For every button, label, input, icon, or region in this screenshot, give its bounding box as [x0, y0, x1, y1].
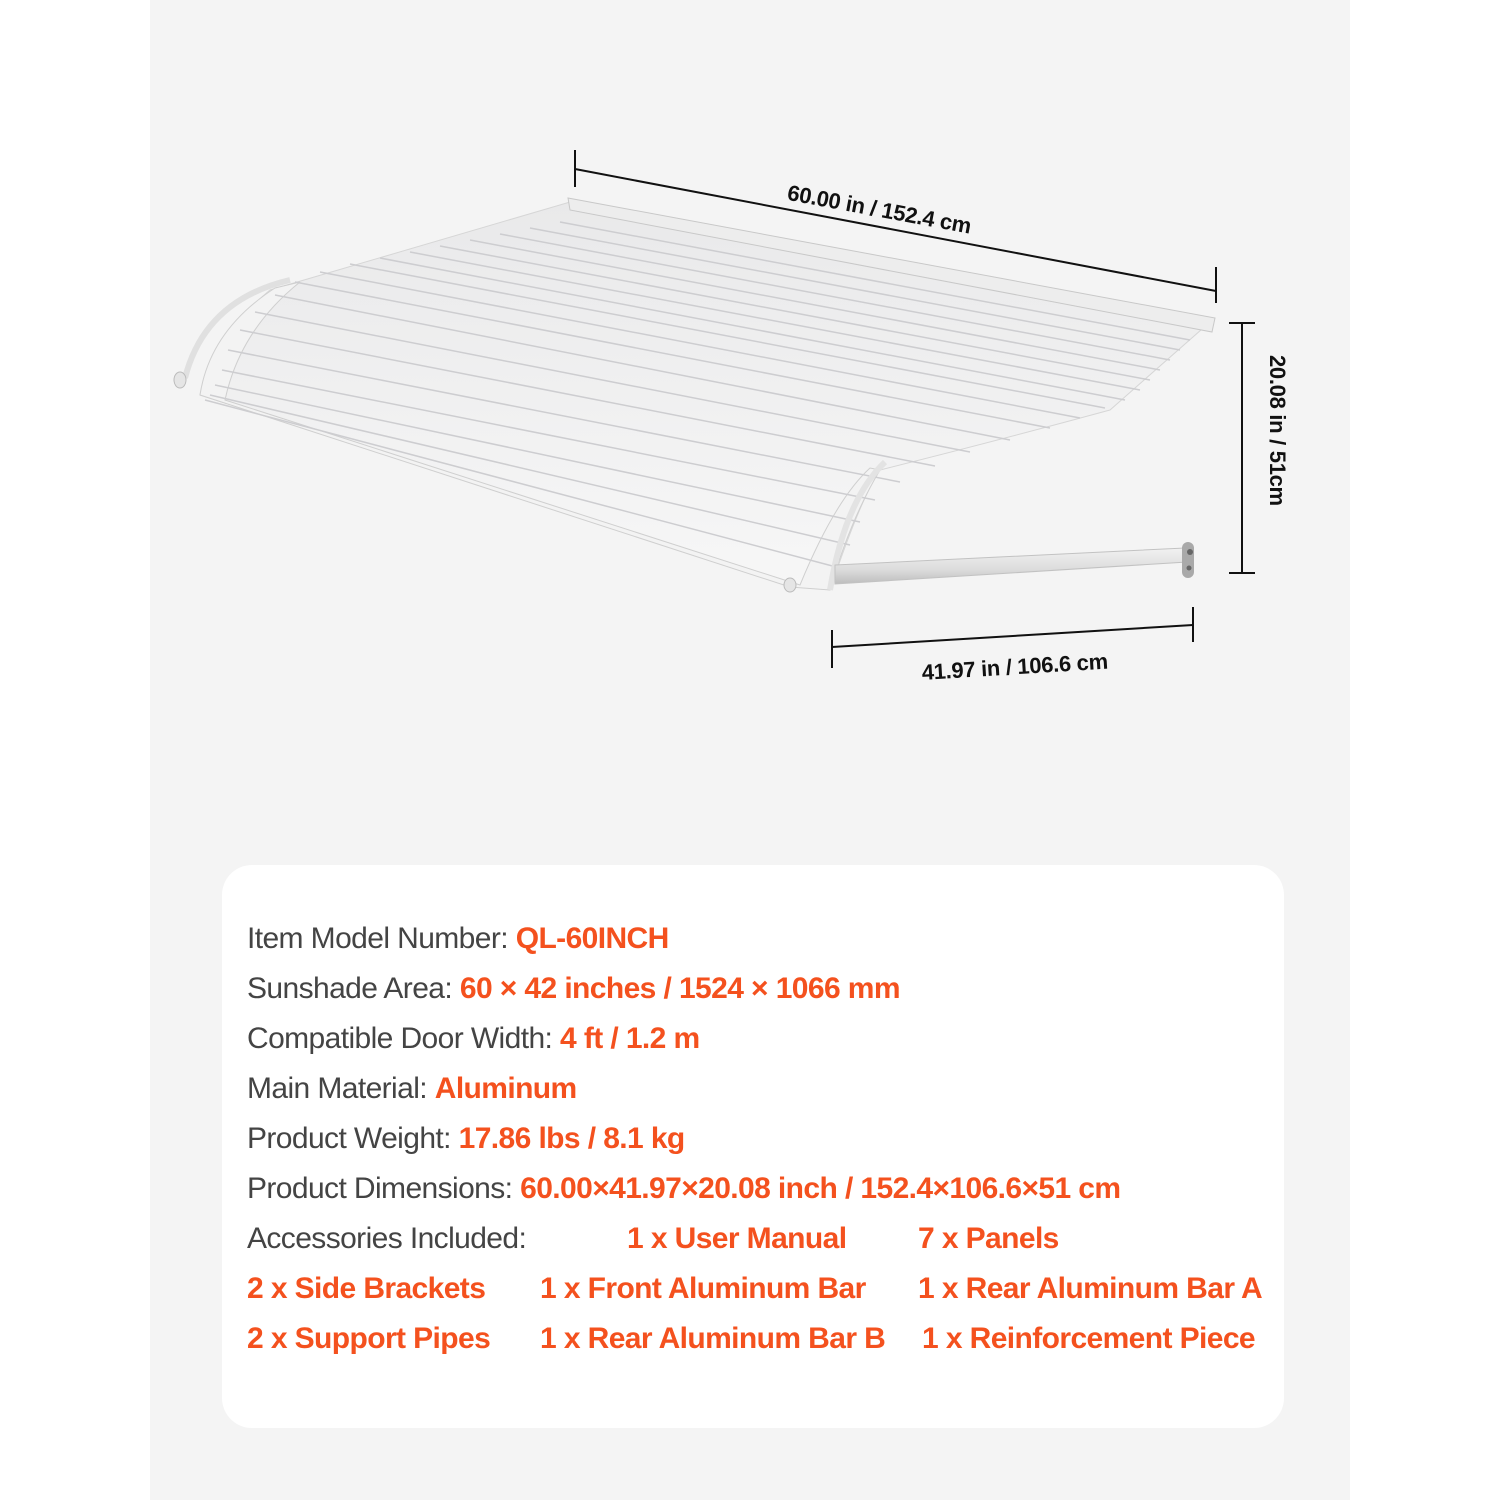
spec-value: 60 × 42 inches / 1524 × 1066 mm: [459, 972, 901, 1005]
spec-product-dimensions: Product Dimensions: 60.00×41.97×20.08 in…: [247, 1171, 1121, 1207]
support-pipe: [834, 542, 1194, 585]
awning-product-diagram: [173, 150, 1255, 668]
accessories-label-text: Accessories Included:: [247, 1222, 527, 1255]
accessory-item: 2 x Side Brackets: [247, 1272, 486, 1305]
accessory-item: 1 x Rear Aluminum Bar A: [918, 1272, 1263, 1305]
accessory-item: 1 x Reinforcement Piece: [922, 1322, 1256, 1355]
spec-label: Product Dimensions:: [247, 1172, 513, 1205]
spec-product-weight: Product Weight: 17.86 lbs / 8.1 kg: [247, 1121, 685, 1157]
awning-body: [173, 197, 1216, 593]
spec-label: Item Model Number:: [247, 922, 509, 955]
accessory-item: 2 x Support Pipes: [247, 1322, 491, 1355]
specifications-card: [222, 865, 1284, 1428]
accessories-label: Accessories Included:: [247, 1221, 527, 1257]
dimension-height-label: 20.08 in / 51cm: [1265, 355, 1290, 506]
spec-label: Main Material:: [247, 1072, 428, 1105]
accessory-item: 1 x Front Aluminum Bar: [540, 1272, 866, 1305]
spec-value: 4 ft / 1.2 m: [560, 1022, 700, 1055]
spec-label: Compatible Door Width:: [247, 1022, 553, 1055]
spec-value: QL-60INCH: [515, 922, 670, 955]
spec-label: Sunshade Area:: [247, 972, 453, 1005]
spec-value: 60.00×41.97×20.08 inch / 152.4×106.6×51 …: [520, 1172, 1121, 1205]
accessory-item: 7 x Panels: [918, 1222, 1059, 1255]
spec-sunshade-area: Sunshade Area: 60 × 42 inches / 1524 × 1…: [247, 971, 901, 1007]
spec-label: Product Weight:: [247, 1122, 451, 1155]
spec-main-material: Main Material: Aluminum: [247, 1071, 577, 1107]
accessory-item: 1 x User Manual: [627, 1222, 847, 1255]
accessory-item: 1 x Rear Aluminum Bar B: [540, 1322, 886, 1355]
spec-value: Aluminum: [434, 1072, 577, 1105]
spec-value: 17.86 lbs / 8.1 kg: [458, 1122, 686, 1155]
spec-model-number: Item Model Number: QL-60INCH: [247, 921, 669, 957]
spec-door-width: Compatible Door Width: 4 ft / 1.2 m: [247, 1021, 700, 1057]
dimension-lines: [574, 150, 1255, 668]
